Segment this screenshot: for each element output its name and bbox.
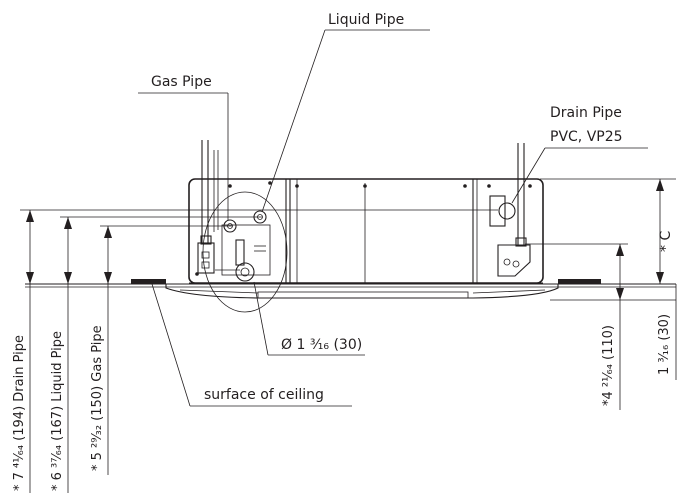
- ceiling-surface: [25, 279, 676, 288]
- drain-pump-detail: [489, 195, 531, 277]
- surface-of-ceiling-label: surface of ceiling: [204, 387, 324, 403]
- liquid-pipe-label: Liquid Pipe: [328, 12, 404, 28]
- leader-lines: [138, 29, 648, 407]
- diameter-label: Ø 1 ³⁄₁₆ (30): [281, 337, 362, 353]
- dim-liquid-pipe-label: * 6 ³⁷⁄₆₄ (167) Liquid Pipe: [50, 331, 65, 491]
- drain-pipe-label: Drain Pipe: [550, 105, 622, 121]
- dim-gas-pipe-label: * 5 ²⁹⁄₃₂ (150) Gas Pipe: [90, 325, 105, 471]
- dim-110-label: *4 ²¹⁄₆₄ (110): [601, 325, 616, 406]
- pipe-connection-detail: [197, 191, 288, 313]
- drain-pipe-material-label: PVC, VP25: [550, 129, 623, 145]
- dimension-lines: [20, 178, 677, 493]
- dim-c-label: * C: [658, 231, 674, 252]
- gas-pipe-label: Gas Pipe: [151, 74, 212, 90]
- indoor-unit-body: [188, 178, 544, 284]
- decoration-panel: [165, 284, 559, 299]
- dim-30-label: 1 ³⁄₁₆ (30): [657, 314, 672, 375]
- dim-drain-pipe-label: * 7 ⁴¹⁄₆₄ (194) Drain Pipe: [12, 335, 27, 491]
